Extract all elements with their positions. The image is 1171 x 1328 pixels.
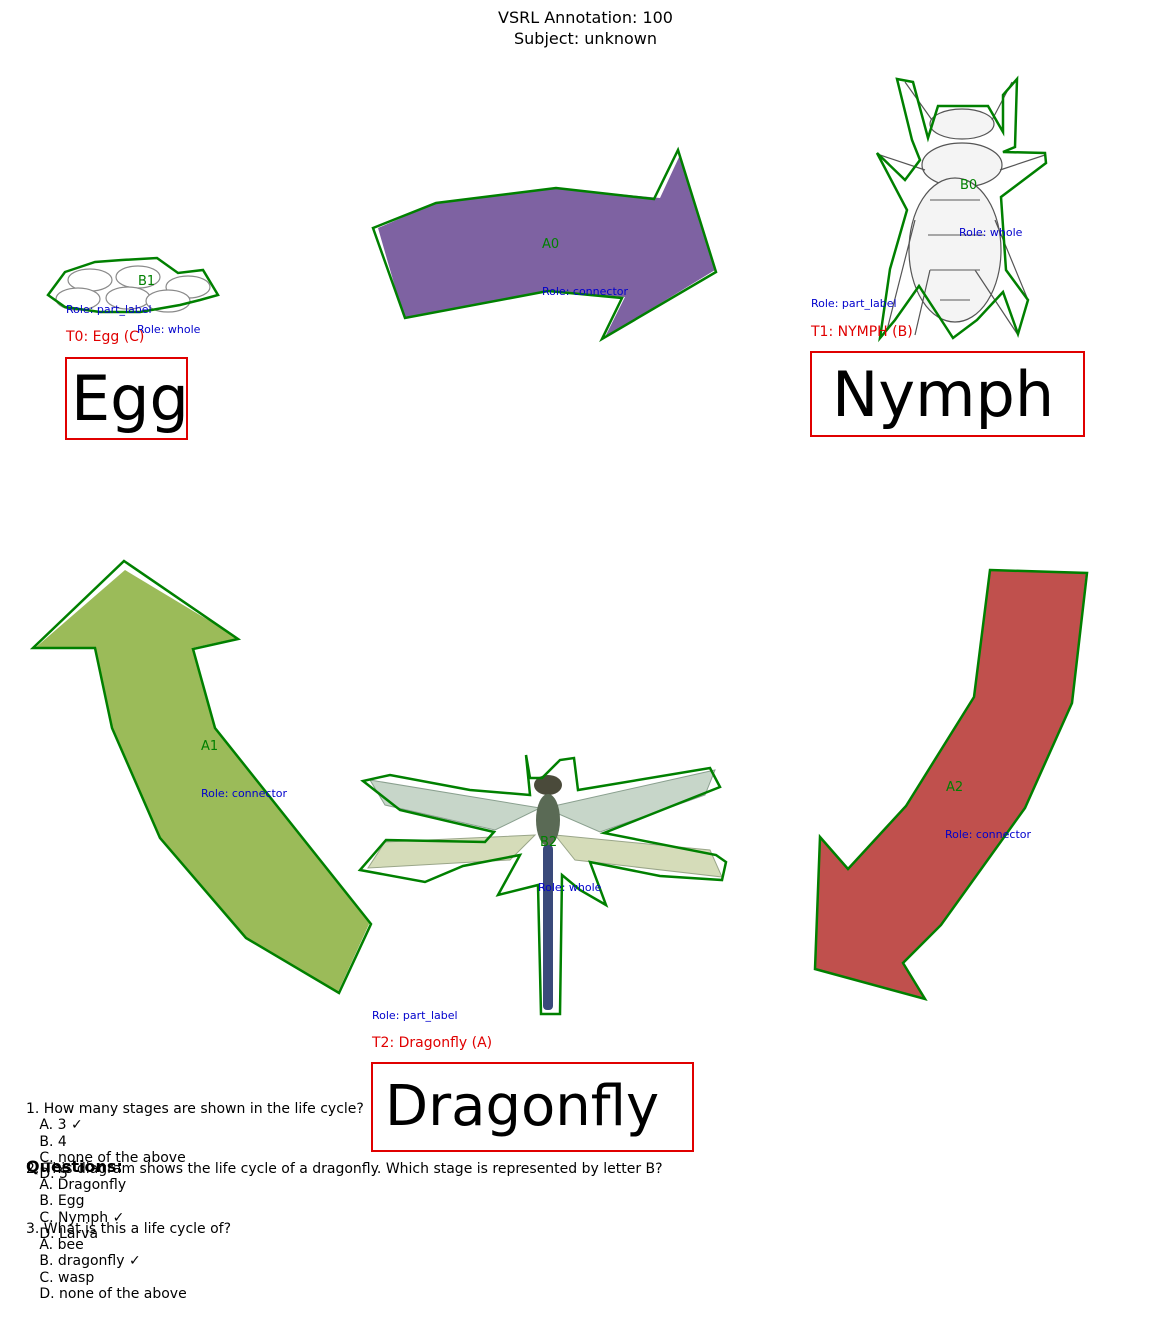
egg-cluster-illustration bbox=[55, 265, 211, 313]
role-label-a1: Role: connector bbox=[201, 787, 288, 800]
text-label-t0: T0: Egg (C) bbox=[66, 329, 145, 345]
region-label-b2: B2 bbox=[540, 835, 558, 850]
role-label-t1: Role: part_label bbox=[811, 297, 897, 310]
region-label-a1: A1 bbox=[201, 739, 219, 754]
question-2: 2. This diagram shows the life cycle of … bbox=[26, 1161, 663, 1177]
question-1-option-b: B. 4 bbox=[26, 1134, 67, 1150]
arrow-a1 bbox=[35, 570, 370, 992]
role-label-b2: Role: whole bbox=[538, 881, 602, 894]
role-label-a0: Role: connector bbox=[542, 285, 629, 298]
question-3-option-c: C. wasp bbox=[26, 1270, 95, 1286]
question-1: 1. How many stages are shown in the life… bbox=[26, 1101, 364, 1117]
outline-a0 bbox=[371, 146, 718, 343]
outline-b2 bbox=[357, 754, 728, 1016]
question-2-option-d: D. Larva bbox=[26, 1226, 99, 1242]
question-3-option-a: A. bee bbox=[26, 1237, 84, 1253]
question-1-option-a: A. 3 ✓ bbox=[26, 1117, 83, 1133]
role-label-t0: Role: part_label bbox=[66, 303, 152, 316]
outline-b1 bbox=[46, 256, 220, 314]
role-label-t2: Role: part_label bbox=[372, 1009, 458, 1022]
dragonfly-illustration bbox=[367, 769, 723, 1010]
textbox-dragonfly: Dragonfly bbox=[371, 1062, 694, 1152]
question-2-option-b: B. Egg bbox=[26, 1193, 85, 1209]
region-outlines bbox=[29, 75, 1089, 1016]
question-1-option-c: C. none of the above bbox=[26, 1150, 186, 1166]
region-label-b0: B0 bbox=[960, 178, 978, 193]
text-label-t1: T1: NYMPH (B) bbox=[811, 324, 913, 340]
question-1-option-d: D. 5 bbox=[26, 1166, 68, 1182]
region-label-b1: B1 bbox=[138, 274, 156, 289]
question-3-option-b: B. dragonfly ✓ bbox=[26, 1253, 141, 1269]
question-3-option-d: D. none of the above bbox=[26, 1286, 187, 1302]
outline-a1 bbox=[29, 559, 373, 995]
nymph-illustration bbox=[879, 81, 1046, 336]
text-label-t2: T2: Dragonfly (A) bbox=[372, 1035, 493, 1051]
question-3: 3. What is this a life cycle of? bbox=[26, 1221, 232, 1237]
textbox-egg: Egg bbox=[65, 357, 189, 440]
page-title: VSRL Annotation: 100 bbox=[498, 8, 673, 27]
arrow-a2 bbox=[815, 570, 1086, 998]
role-label-b0: Role: whole bbox=[959, 226, 1023, 239]
textbox-nymph: Nymph bbox=[810, 351, 1085, 437]
region-label-a0: A0 bbox=[542, 237, 560, 252]
page-subtitle: Subject: unknown bbox=[514, 29, 657, 48]
questions-heading: Questions: bbox=[26, 1157, 123, 1176]
role-label-b1: Role: whole bbox=[137, 323, 201, 336]
region-label-a2: A2 bbox=[946, 780, 964, 795]
role-label-a2: Role: connector bbox=[945, 828, 1032, 841]
outline-a2 bbox=[813, 568, 1089, 1002]
question-2-option-a: A. Dragonfly bbox=[26, 1177, 127, 1193]
outline-b0 bbox=[875, 75, 1048, 343]
question-2-option-c: C. Nymph ✓ bbox=[26, 1210, 125, 1226]
